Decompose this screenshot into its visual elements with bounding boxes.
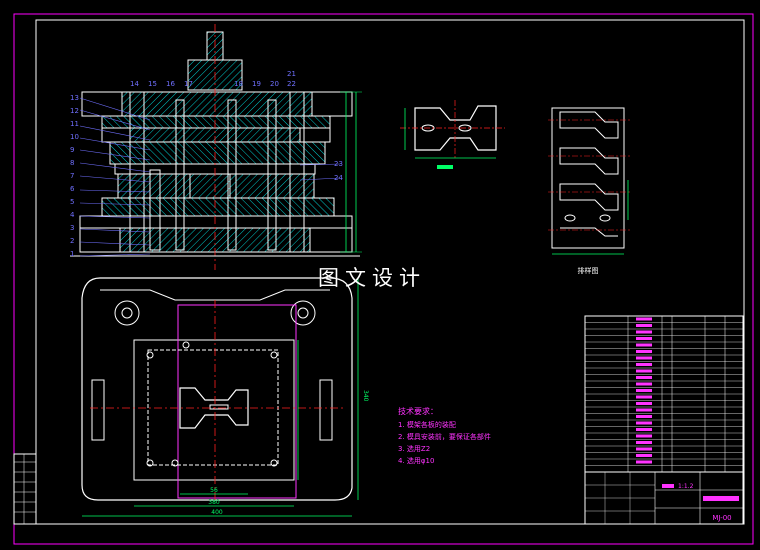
bom-cell-mark	[636, 343, 652, 347]
part-number-label: 4	[70, 211, 75, 219]
bom-cell-mark	[636, 324, 652, 327]
part-number-label: 3	[70, 224, 74, 232]
dim-plan-height: 340	[362, 390, 369, 402]
part-number-label: 11	[70, 120, 79, 128]
tech-req-item: 2. 模具安装前，要保证各部件	[398, 432, 491, 441]
scale-label: 1:1.2	[678, 483, 694, 490]
tech-req-item: 1. 模架各板的装配	[398, 420, 456, 429]
bom-cell-mark	[636, 408, 652, 412]
bom-cell-mark	[636, 337, 652, 340]
part-number-label: 20	[270, 80, 279, 88]
dim-part-width: 56	[210, 487, 218, 494]
plan-view	[81, 277, 359, 517]
part-number-label: 18	[234, 80, 243, 88]
bom-cell-mark	[636, 389, 652, 392]
bom-cell-mark	[636, 421, 652, 425]
bom-cell-mark	[636, 382, 652, 386]
part-number-label: 7	[70, 172, 74, 180]
bom-cell-mark	[636, 369, 652, 373]
part-number-label: 24	[334, 174, 343, 182]
strip-layout-label: 排样图	[578, 266, 599, 275]
part-number-label: 17	[184, 80, 193, 88]
bom-cell-mark	[636, 428, 652, 431]
bom-cell-mark	[636, 395, 652, 399]
dim-plan-inner: 380	[208, 499, 220, 506]
leader-lines	[79, 97, 341, 257]
bom-cell-mark	[636, 454, 652, 457]
part-number-label: 21	[287, 70, 296, 78]
part-number-label: 9	[70, 146, 74, 154]
section-view	[70, 24, 362, 270]
part-number-label: 23	[334, 160, 343, 168]
part-number-label: 5	[70, 198, 74, 206]
inner-border	[35, 19, 745, 525]
parts-list-table	[584, 315, 744, 473]
title-block	[584, 471, 744, 525]
bom-cell-mark	[636, 330, 652, 334]
outer-border	[13, 13, 754, 545]
tech-req-item: 3. 选用Z2	[398, 444, 430, 453]
part-number-label: 13	[70, 94, 79, 102]
part-number-label: 8	[70, 159, 74, 167]
tech-requirements: 技术要求： 1. 模架各板的装配 2. 模具安装前，要保证各部件 3. 选用Z2…	[398, 406, 491, 465]
bom-cell-mark	[636, 441, 652, 444]
part-numbers-left: 13 12 11 10 9 8 7 6 5 4 3 2 1	[70, 94, 79, 258]
tech-req-heading: 技术要求：	[398, 406, 438, 416]
drawing-code: MJ-00	[712, 514, 731, 522]
revision-block	[13, 453, 37, 525]
part-number-label: 14	[130, 80, 139, 88]
tech-req-item: 4. 选用φ10	[398, 456, 434, 465]
part-number-label: 16	[166, 80, 175, 88]
bom-cell-mark	[636, 376, 652, 379]
part-number-label: 1	[70, 250, 74, 258]
part-detail	[400, 100, 505, 169]
bom-cell-mark	[636, 460, 652, 464]
dim-plan-width: 400	[211, 509, 223, 516]
bom-cell-mark	[636, 402, 652, 405]
watermark-title: 图文设计	[318, 266, 426, 290]
part-numbers-top: 14 15 16 17 18 19 20 21 22	[130, 70, 296, 88]
bom-cell-mark	[636, 447, 652, 451]
part-number-label: 6	[70, 185, 75, 193]
bom-cell-mark	[636, 415, 652, 418]
part-numbers-right: 23 24	[334, 160, 343, 182]
strip-layout	[548, 107, 630, 255]
bom-cell-mark	[636, 356, 652, 360]
part-number-label: 19	[252, 80, 261, 88]
part-number-label: 22	[287, 80, 296, 88]
part-number-label: 10	[70, 133, 79, 141]
bom-cell-mark	[636, 350, 652, 353]
bom-cell-mark	[636, 434, 652, 438]
part-number-label: 2	[70, 237, 74, 245]
bom-cell-mark	[636, 363, 652, 366]
bom-cell-mark	[636, 317, 652, 321]
part-number-label: 12	[70, 107, 79, 115]
part-number-label: 15	[148, 80, 157, 88]
